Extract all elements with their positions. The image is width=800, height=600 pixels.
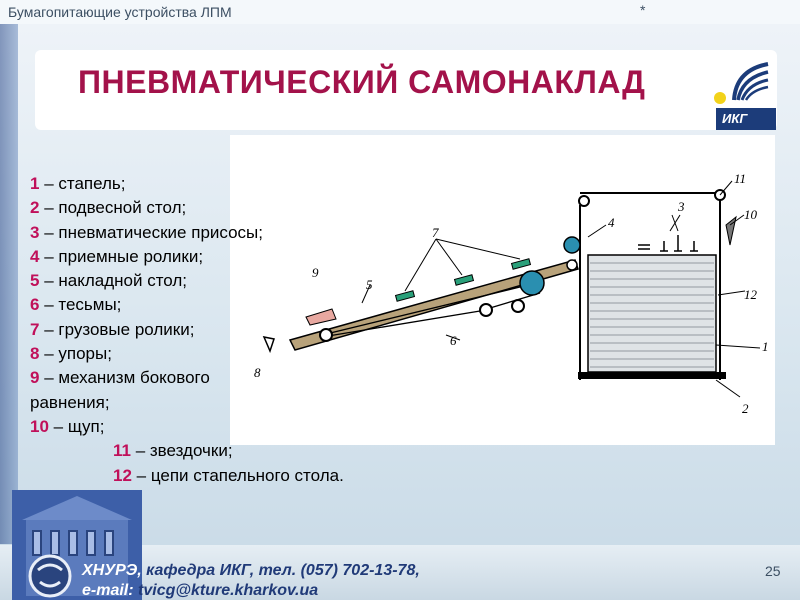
legend-item: 8 – упоры; [30,344,112,364]
diagram-label-4: 4 [608,215,615,230]
legend-list: 1 – стапель; 2 – подвесной стол; 3 – пне… [30,172,344,488]
header-star: * [640,2,646,18]
email-link[interactable]: tvicg@kture.kharkov.ua [133,582,319,599]
sprocket-left [578,195,590,207]
tape-roller-low [511,299,525,313]
tape-roller-left [319,328,333,342]
legend-item: равнения; [30,392,110,412]
legend-item: 6 – тесьмы; [30,295,122,315]
tape-roller-mid [479,303,493,317]
legend-item: 1 – стапель; [30,174,126,193]
logo-text: ИКГ [722,111,748,126]
diagram-label-5: 5 [366,277,373,292]
feeler [725,215,737,246]
weight-roller-3 [510,258,532,270]
left-accent-strip [0,24,18,544]
ikg-logo-icon [714,62,776,130]
diagram-label-7: 7 [432,225,439,240]
legend-item: 12 – цепи стапельного стола. [113,465,344,485]
legend-item: 7 – грузовые ролики; [30,319,195,339]
diagram-label-1: 1 [762,339,769,354]
paper-stack [587,254,717,373]
receiving-roller [563,236,581,254]
diagram-label-9: 9 [312,265,319,280]
title-banner [35,50,777,130]
legend-item: 2 – подвесной стол; [30,198,187,218]
legend-item: 3 – пневматические присосы; [30,222,263,242]
header-title: Бумагопитающие устройства ЛПМ [8,4,232,20]
contact-line-1: ХНУРЭ, кафедра ИКГ, тел. (057) 702-13-78… [82,562,420,579]
diagram-label-6: 6 [450,333,457,348]
university-emblem-icon [28,554,72,598]
legend-item: 4 – приемные ролики; [30,246,204,266]
legend-item: 10 – щуп; [30,416,105,436]
sheet-feeder-diagram: 1 2 3 4 5 6 7 8 9 10 11 12 [254,171,769,416]
weight-roller-2 [453,274,475,286]
weight-roller-1 [394,290,416,302]
university-building-image [12,490,142,600]
diagram-label-12: 12 [744,287,758,302]
legend-item: 11 – звездочки; [113,441,233,461]
legend-item: 9 – механизм бокового [30,368,210,388]
legend-item: 5 – накладной стол; [30,271,188,291]
contact-line-2: e-mail: tvicg@kture.kharkov.ua [82,582,319,599]
page-number: 25 [765,563,781,579]
side-lay-mechanism [305,308,337,326]
diagram-label-11: 11 [734,171,746,186]
pile-table [578,372,726,379]
slide-title: ПНЕВМАТИЧЕСКИЙ САМОНАКЛАД [78,64,646,100]
diagram-label-2: 2 [742,401,749,416]
diagram-label-3: 3 [677,199,685,214]
diagram-label-8: 8 [254,365,261,380]
drive-roller [519,270,545,296]
top-bar [0,0,800,24]
feed-table [288,259,579,351]
suction-cups [638,235,698,252]
stop [262,335,275,354]
diagram-label-10: 10 [744,207,758,222]
